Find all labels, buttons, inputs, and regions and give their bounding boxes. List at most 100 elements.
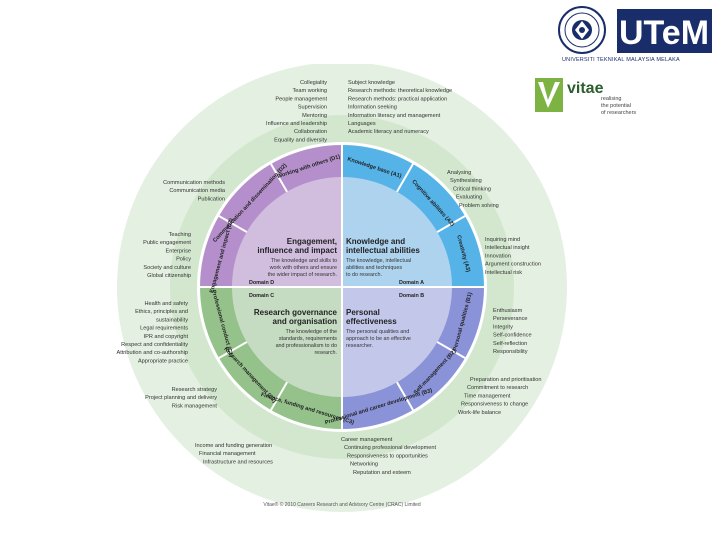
descriptor-group-b2: Preparation and prioritisationCommitment… [458, 377, 542, 416]
domain-b-quadrant [342, 287, 452, 397]
domain-a-desc-1: The knowledge, intellectual [346, 258, 411, 264]
descriptor-item: Intellectual risk [485, 270, 522, 276]
domain-d-desc-2: work with others and ensure [269, 265, 337, 271]
utem-wordmark-bg [617, 9, 712, 53]
domain-c-desc-1: The knowledge of the [285, 329, 337, 335]
descriptor-item: Collegiality [300, 80, 327, 86]
domain-a-text: Knowledge and intellectual abilities The… [346, 237, 424, 286]
descriptor-item: Information literacy and management [348, 113, 441, 119]
domain-d-desc-3: the wider impact of research. [268, 272, 337, 278]
descriptor-item: Problem solving [459, 203, 499, 209]
descriptor-item: Continuing professional development [344, 445, 436, 451]
descriptor-item: Languages [348, 121, 376, 127]
descriptor-item: Global citizenship [147, 273, 191, 279]
descriptor-item: Analysing [447, 170, 471, 176]
domain-d-quadrant [232, 177, 342, 287]
descriptor-item: Self-confidence [493, 333, 532, 339]
descriptor-item: Risk management [172, 403, 218, 409]
descriptor-item: Influence and leadership [266, 121, 327, 127]
vitae-framework-panel: Knowledge and intellectual abilities The… [37, 62, 682, 514]
domain-b-desc-3: researcher. [346, 343, 373, 349]
descriptor-item: Commitment to research [467, 385, 528, 391]
descriptor-item: Team working [292, 88, 327, 94]
descriptor-item: Health and safety [144, 301, 188, 307]
vitae-tagline-1: realising [601, 96, 621, 102]
descriptor-item: Enterprise [166, 248, 192, 254]
descriptor-item: Responsiveness to opportunities [347, 453, 428, 459]
descriptor-item: Responsibility [493, 349, 528, 355]
descriptor-item: IPR and copyright [144, 334, 189, 340]
domain-c-desc-4: research. [315, 350, 337, 356]
domain-d-title-2: influence and impact [257, 246, 337, 255]
descriptor-item: Mentoring [302, 113, 327, 119]
descriptor-item: Career management [341, 437, 393, 443]
descriptor-item: Infrastructure and resources [203, 459, 273, 465]
descriptor-item: Information seeking [348, 105, 397, 111]
descriptor-item: Time management [464, 393, 511, 399]
descriptor-item: Appropriate practice [138, 358, 188, 364]
descriptor-item: Self-reflection [493, 341, 527, 347]
descriptor-item: Communication methods [163, 180, 225, 186]
vitae-tagline-2: the potential [601, 103, 631, 109]
domain-a-tag: Domain A [399, 280, 424, 286]
descriptor-item: Perseverance [493, 316, 528, 322]
descriptor-item: Work-life balance [458, 410, 501, 416]
descriptor-item: Society and culture [143, 265, 191, 271]
domain-b-title-2: effectiveness [346, 317, 397, 326]
descriptor-item: Teaching [169, 232, 191, 238]
domain-b-text: Domain B Personal effectiveness The pers… [346, 293, 424, 349]
vitae-wordmark: vitae [567, 80, 604, 97]
descriptor-item: Innovation [485, 253, 511, 259]
vitae-logo: vitae realising the potential of researc… [535, 78, 636, 116]
vitae-v-mark [538, 82, 560, 108]
descriptor-item: Synthesising [450, 178, 482, 184]
domain-d-tag: Domain D [249, 280, 274, 286]
descriptor-item: Networking [350, 462, 378, 468]
domain-c-desc-2: standards, requirements [279, 336, 337, 342]
descriptor-item: Academic literacy and numeracy [348, 129, 429, 135]
domain-c-title-1: Research governance [254, 308, 338, 317]
domain-a-desc-3: to do research. [346, 272, 382, 278]
descriptor-item: Attribution and co-authorship [116, 350, 188, 356]
descriptor-item: Financial management [199, 451, 256, 457]
descriptor-item: Legal requirements [140, 326, 188, 332]
domain-b-desc-1: The personal qualities and [346, 329, 409, 335]
descriptor-item: Policy [176, 257, 191, 263]
utem-wordmark: UTeM [619, 14, 709, 52]
descriptor-item: Inquiring mind [485, 237, 520, 243]
domain-d-desc-1: The knowledge and skills to [271, 258, 337, 264]
descriptor-item: Integrity [493, 324, 513, 330]
descriptor-item: Research methods: theoretical knowledge [348, 88, 452, 94]
domain-c-tag: Domain C [249, 293, 274, 299]
descriptor-item: Supervision [298, 105, 327, 111]
descriptor-item: Responsiveness to change [461, 402, 528, 408]
descriptor-item: Preparation and prioritisation [470, 377, 542, 383]
descriptor-item: Project planning and delivery [145, 395, 217, 401]
domain-c-desc-3: and professionalism to do [276, 343, 337, 349]
descriptor-item: Enthusiasm [493, 308, 523, 314]
domain-b-title-1: Personal [346, 308, 380, 317]
domain-a-title-2: intellectual abilities [346, 246, 420, 255]
utem-logo: UTeM [558, 6, 712, 54]
domain-b-tag: Domain B [399, 293, 424, 299]
domain-c-title-2: and organisation [273, 317, 338, 326]
descriptor-item: Publication [198, 196, 225, 202]
domain-c-quadrant [232, 287, 342, 397]
descriptor-group-b1: EnthusiasmPerseveranceIntegritySelf-conf… [493, 308, 532, 355]
descriptor-item: Respect and confidentiality [121, 342, 188, 348]
domain-a-desc-2: abilities and techniques [346, 265, 402, 271]
domain-d-text: Engagement, influence and impact The kno… [249, 237, 337, 286]
utem-emblem [558, 6, 606, 54]
domain-c-text: Domain C Research governance and organis… [249, 293, 338, 356]
vitae-researcher-development-framework: Knowledge and intellectual abilities The… [116, 62, 567, 512]
descriptor-item: Equality and diversity [274, 137, 327, 143]
descriptor-item: Ethics, principles and [135, 309, 188, 315]
domain-d-title-1: Engagement, [287, 237, 337, 246]
